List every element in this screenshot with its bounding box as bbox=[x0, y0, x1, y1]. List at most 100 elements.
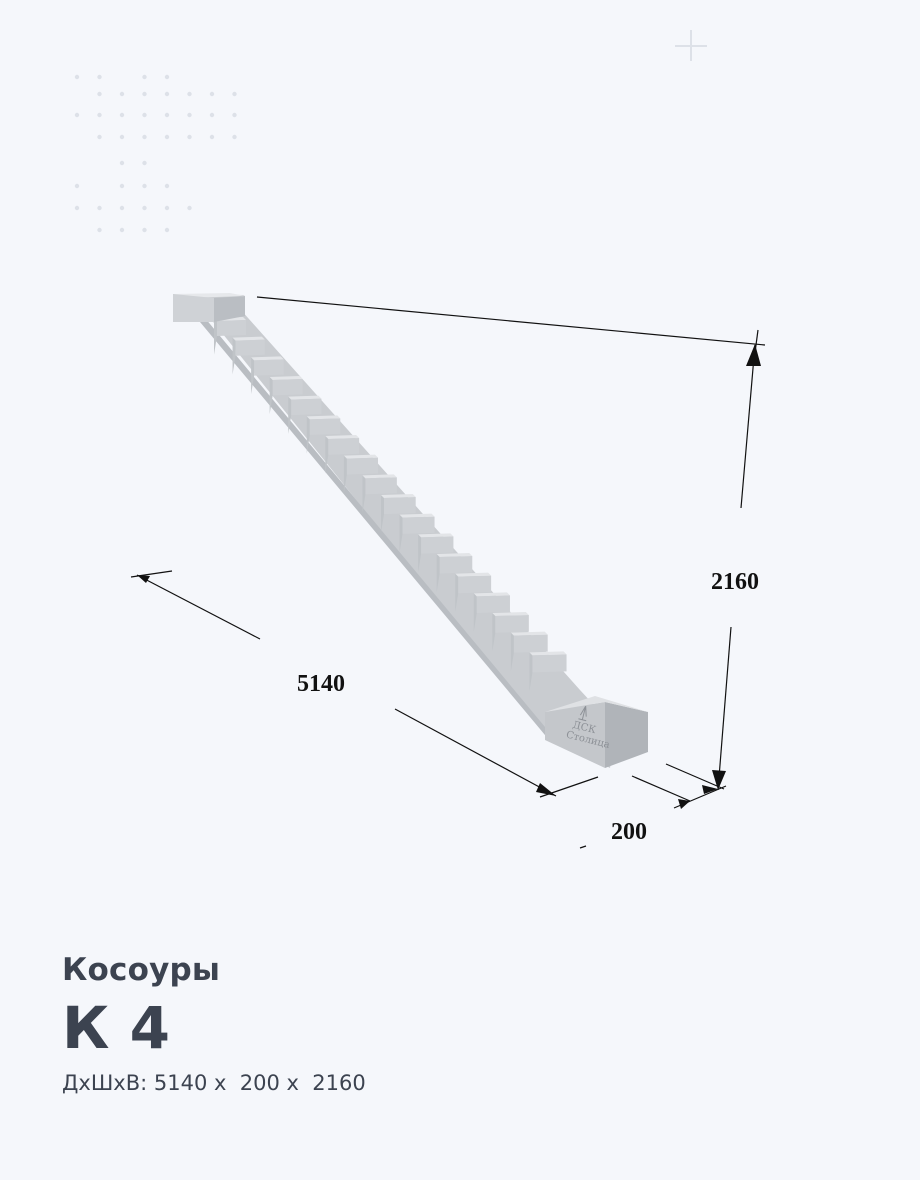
stair-step-side bbox=[214, 318, 217, 355]
stair-step-riser bbox=[384, 497, 416, 515]
stair-steps bbox=[214, 317, 567, 692]
decorative-dot bbox=[164, 227, 170, 233]
decorative-dot bbox=[119, 134, 125, 140]
arrow-up-icon bbox=[746, 344, 761, 366]
decorative-dot bbox=[119, 160, 125, 166]
decorative-dot bbox=[97, 91, 102, 97]
stair-step-tread bbox=[455, 572, 492, 577]
decorative-dot bbox=[97, 134, 102, 140]
decorative-dot bbox=[119, 91, 125, 97]
decorative-dot bbox=[142, 91, 147, 97]
stair-step-side bbox=[510, 632, 514, 672]
decorative-dot bbox=[142, 183, 147, 189]
arrow-right-small-icon bbox=[702, 785, 718, 794]
stair-step-riser bbox=[272, 379, 303, 396]
stair-step-riser bbox=[495, 615, 529, 633]
decorative-dot bbox=[119, 205, 125, 211]
width-line-right bbox=[665, 763, 725, 790]
decorative-dot bbox=[164, 112, 170, 118]
decorative-dot bbox=[232, 134, 237, 140]
stair-step-side bbox=[288, 396, 292, 434]
decorative-dot bbox=[97, 205, 102, 211]
stair-step-side bbox=[492, 613, 496, 652]
stringer-body bbox=[173, 294, 617, 768]
stair-step-side bbox=[529, 652, 533, 692]
decorative-dot bbox=[119, 112, 125, 118]
decorative-dot bbox=[142, 74, 147, 80]
decorative-dot bbox=[187, 91, 192, 97]
decorative-dot bbox=[164, 205, 170, 211]
decorative-dot bbox=[74, 74, 80, 80]
stair-step-tread bbox=[232, 336, 265, 341]
height-line-upper bbox=[740, 344, 756, 509]
product-category: Косоуры bbox=[62, 952, 221, 988]
decorative-dot bbox=[97, 227, 102, 233]
stair-step-riser bbox=[254, 359, 284, 376]
stair-step-riser bbox=[421, 536, 454, 554]
stair-step-riser bbox=[439, 556, 473, 574]
product-info: Косоуры К 4 ДхШхВ: 5140 х 200 х 2160 bbox=[62, 948, 366, 1098]
decorative-dot bbox=[74, 205, 80, 211]
stair-step-riser bbox=[309, 418, 341, 435]
decorative-dot bbox=[119, 183, 125, 189]
arrow-left-icon bbox=[137, 575, 150, 583]
length-extension-left bbox=[130, 570, 173, 578]
decorative-dot bbox=[74, 183, 80, 189]
decorative-dot bbox=[97, 74, 102, 80]
stringer-underside bbox=[173, 294, 560, 745]
height-line-lower bbox=[717, 626, 732, 791]
decorative-dot bbox=[209, 134, 215, 140]
decorative-dot bbox=[142, 134, 147, 140]
decorative-dot bbox=[97, 112, 102, 118]
stair-step-side bbox=[251, 357, 255, 395]
decorative-dot bbox=[232, 112, 237, 118]
stair-step-tread bbox=[288, 395, 322, 400]
width-dimension-label: 200 bbox=[611, 819, 647, 845]
arrow-right-icon bbox=[536, 783, 556, 796]
height-extension-top bbox=[256, 296, 766, 346]
stringer-bottom-block-top bbox=[545, 696, 648, 712]
stair-step-tread bbox=[510, 631, 548, 636]
stair-step-tread bbox=[473, 592, 510, 597]
stair-step-side bbox=[343, 455, 347, 494]
length-line-right bbox=[394, 708, 557, 797]
stair-step-side bbox=[325, 436, 329, 474]
product-dimensions: ДхШхВ: 5140 х 200 х 2160 bbox=[62, 1071, 366, 1095]
decorative-dot bbox=[187, 112, 192, 118]
dot-pattern-decoration bbox=[74, 74, 237, 233]
stair-step-riser bbox=[402, 516, 435, 534]
stair-step-tread bbox=[343, 454, 378, 459]
decorative-dot bbox=[209, 112, 215, 118]
decorative-dot bbox=[142, 112, 147, 118]
decorative-dot bbox=[232, 91, 237, 97]
stair-stringer: ДСК Столица bbox=[173, 293, 648, 768]
stair-step-side bbox=[381, 495, 384, 533]
decorative-dot bbox=[142, 227, 147, 233]
width-extension-lower bbox=[579, 845, 587, 849]
arrow-left-small-icon bbox=[678, 799, 690, 809]
decorative-dot bbox=[142, 205, 147, 211]
decorative-dot bbox=[164, 91, 170, 97]
stair-step-riser bbox=[346, 457, 378, 475]
stair-step-tread bbox=[251, 356, 284, 361]
stair-step-tread bbox=[436, 553, 473, 557]
stringer-top-block-side bbox=[214, 296, 245, 322]
stair-step-riser bbox=[217, 320, 246, 336]
length-line-left bbox=[136, 574, 261, 640]
stair-step-tread bbox=[418, 533, 454, 538]
decorative-dot bbox=[74, 112, 80, 118]
stair-step-riser bbox=[532, 654, 567, 673]
stair-step-tread bbox=[325, 435, 360, 439]
stair-step-side bbox=[306, 416, 310, 454]
arrow-down-icon bbox=[712, 770, 726, 790]
decorative-dot bbox=[164, 183, 170, 189]
decorative-dot bbox=[187, 134, 192, 140]
stringer-top-block-front bbox=[173, 294, 214, 322]
stair-step-riser bbox=[328, 438, 360, 455]
dimension-arrowheads bbox=[137, 344, 761, 809]
height-dimension-label: 2160 bbox=[711, 569, 759, 595]
stair-step-tread bbox=[492, 612, 529, 616]
stair-step-riser bbox=[365, 477, 397, 495]
stair-step-riser bbox=[235, 339, 265, 356]
stair-step-side bbox=[399, 514, 403, 553]
